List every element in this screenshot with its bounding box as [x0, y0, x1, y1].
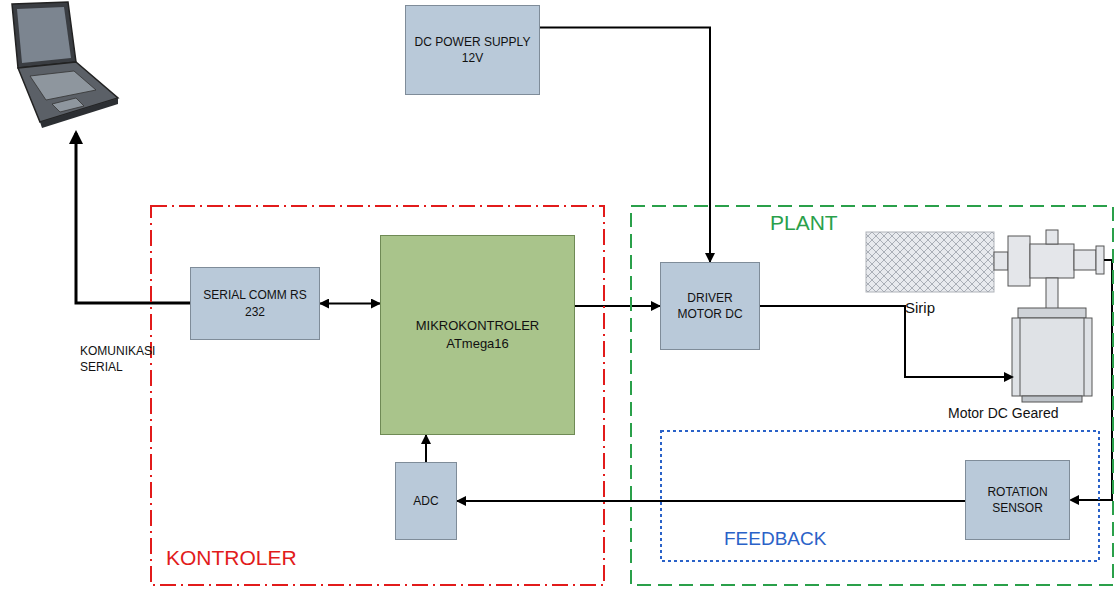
serial-link-label: KOMUNIKASI SERIAL — [80, 344, 180, 375]
plant-region: PLANT DRIVER MOTOR DC FEEDBACK ROTATION SEN… — [630, 205, 1114, 586]
motor-driver-box: DRIVER MOTOR DC — [660, 262, 760, 350]
fin-hatch — [866, 232, 994, 292]
region-label: PLANT — [770, 211, 838, 235]
connector — [540, 28, 710, 263]
region-label: FEEDBACK — [724, 528, 826, 550]
box-label: SERIAL COMM RS 232 — [197, 287, 313, 319]
laptop-icon — [12, 2, 118, 128]
feedback-region: FEEDBACK ROTATION SENSOR — [660, 430, 1100, 562]
region-label: KONTROLER — [166, 546, 297, 570]
gearbox-shaft — [994, 230, 1104, 310]
box-label: ROTATION SENSOR — [972, 484, 1063, 516]
sensor-link — [1071, 260, 1112, 500]
fin — [866, 232, 994, 292]
box-label: MIKROKONTROLER ATmega16 — [387, 317, 568, 352]
connector — [457, 500, 965, 502]
serial-cable — [76, 133, 190, 303]
motor-wire — [760, 306, 1012, 377]
connector — [425, 435, 427, 462]
fin-label: Sirip — [905, 298, 935, 318]
connector — [320, 303, 380, 305]
serial-comm-box: SERIAL COMM RS 232 — [190, 267, 320, 340]
dc-motor — [1012, 308, 1092, 402]
box-label: DC POWER SUPPLY 12V — [412, 34, 533, 66]
power-supply-box: DC POWER SUPPLY 12V — [405, 5, 540, 95]
box-label: ADC — [413, 493, 438, 509]
rotation-sensor-box: ROTATION SENSOR — [965, 460, 1070, 540]
controller-region: KONTROLER SERIAL COMM RS 232MIKROKONTROLE… — [150, 205, 605, 586]
motor-label: Motor DC Geared — [948, 404, 1058, 422]
adc-box: ADC — [395, 462, 457, 540]
box-label: DRIVER MOTOR DC — [667, 290, 753, 322]
connector — [575, 305, 660, 307]
microcontroller-box: MIKROKONTROLER ATmega16 — [380, 235, 575, 435]
